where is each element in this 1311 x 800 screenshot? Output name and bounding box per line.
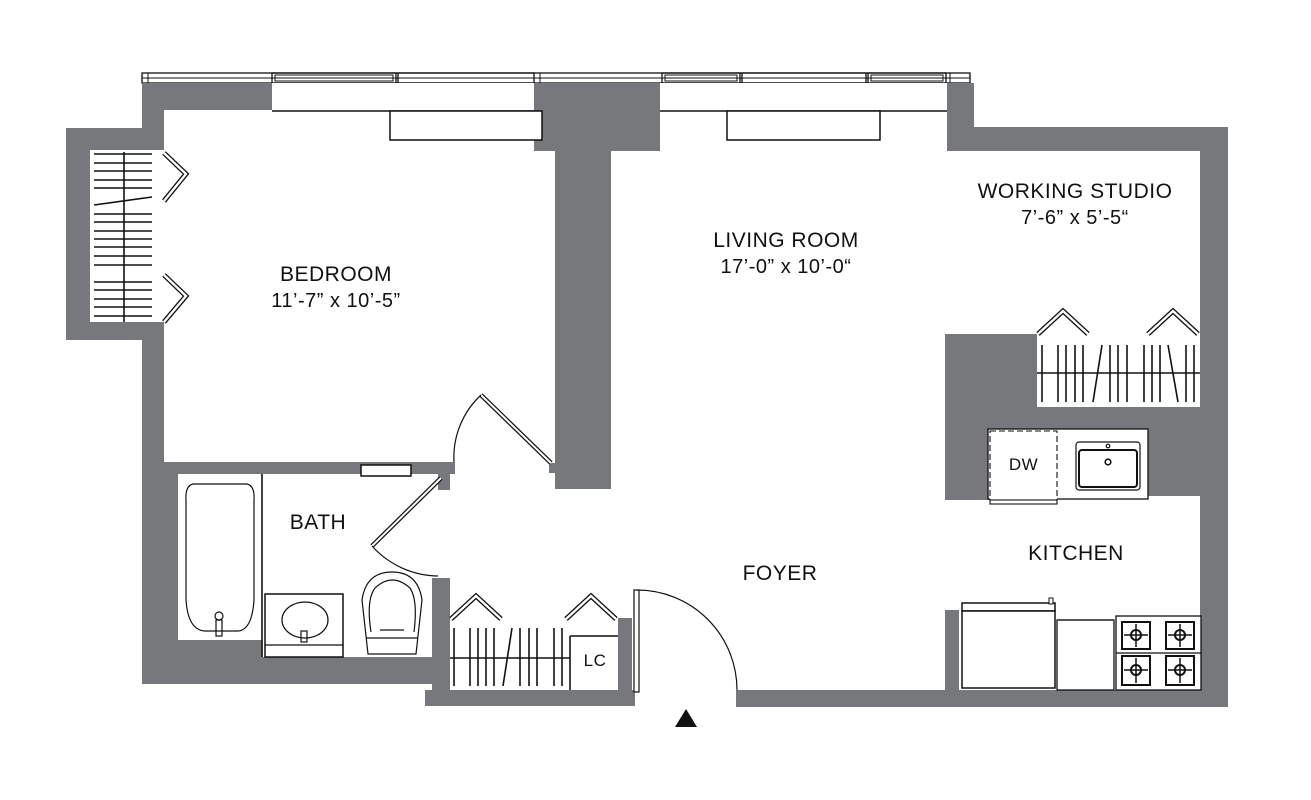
bath-label: BATH bbox=[289, 511, 347, 534]
radiators bbox=[272, 83, 947, 141]
studio-closet bbox=[1036, 307, 1200, 407]
working-studio-dimensions: 7’-6” x 5’-5“ bbox=[1021, 207, 1129, 229]
window-strip bbox=[141, 72, 971, 84]
bedroom-name: BEDROOM bbox=[279, 263, 392, 286]
bath-fixtures bbox=[178, 474, 423, 658]
dishwasher-label: DW bbox=[1008, 455, 1039, 474]
entry-arrow-icon bbox=[675, 709, 697, 727]
living-room-dimensions: 17’-0” x 10’-0“ bbox=[720, 256, 852, 278]
foyer-label: FOYER bbox=[742, 562, 818, 585]
working-studio-label: WORKING STUDIO 7’-6” x 5’-5“ bbox=[950, 179, 1200, 231]
bedroom-closet bbox=[90, 150, 190, 324]
bedroom-door bbox=[453, 393, 553, 465]
kitchen-label: KITCHEN bbox=[1028, 542, 1124, 565]
linen-closet-label: LC bbox=[583, 651, 607, 670]
toilet-icon bbox=[361, 571, 423, 655]
bathtub-icon bbox=[185, 483, 255, 632]
foyer-closet bbox=[449, 592, 618, 690]
bedroom-dimensions: 11’-7” x 10’-5” bbox=[271, 290, 401, 312]
living-room-label: LIVING ROOM 17’-0” x 10’-0“ bbox=[686, 228, 886, 280]
bedroom-label: BEDROOM 11’-7” x 10’-5” bbox=[236, 262, 436, 314]
kitchen-sink-icon bbox=[1075, 441, 1141, 491]
dishwasher-icon bbox=[989, 430, 1058, 501]
bath-door bbox=[360, 464, 450, 577]
working-studio-name: WORKING STUDIO bbox=[977, 180, 1173, 203]
sink-vanity-icon bbox=[264, 593, 344, 658]
refrigerator-icon bbox=[961, 610, 1056, 689]
kitchen-counter-upper bbox=[987, 428, 1149, 505]
kitchen-counter-lower bbox=[961, 597, 1202, 691]
living-room-name: LIVING ROOM bbox=[713, 229, 859, 252]
walls bbox=[66, 83, 1228, 707]
entry-door bbox=[633, 589, 738, 727]
